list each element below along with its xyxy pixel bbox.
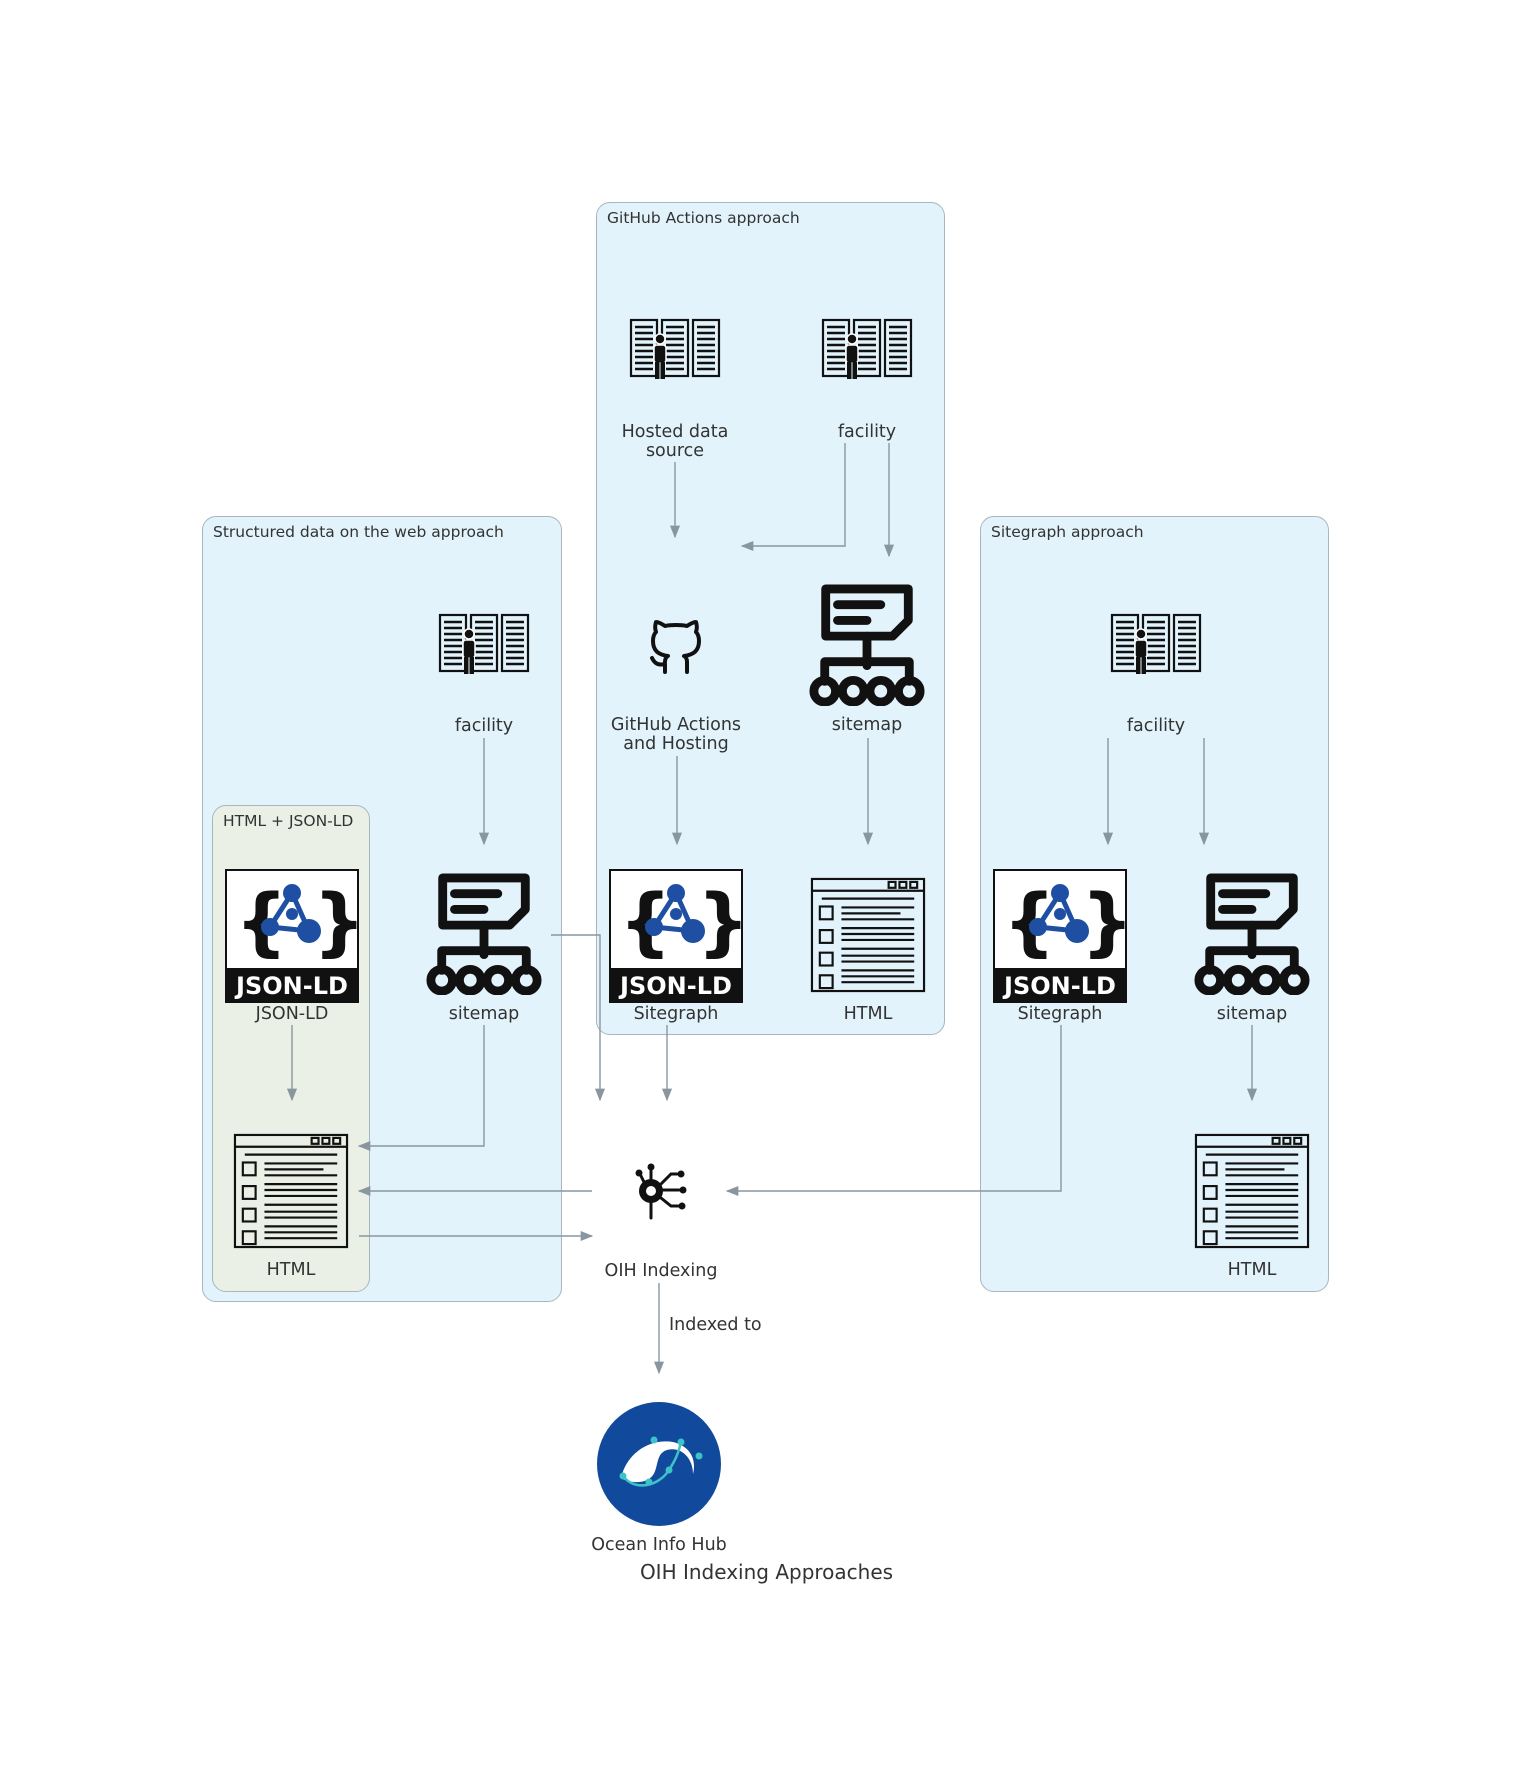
node-sg-facility: facility [1110,613,1202,736]
node-gh-facility: facility [821,318,913,442]
node-sd-sitemap: sitemap [425,871,543,1024]
node-oih-indexing: OIH Indexing [605,1158,717,1281]
node-label: OIH Indexing [604,1261,718,1281]
ocean-info-hub-logo [597,1402,721,1526]
node-sd-facility: facility [438,613,530,736]
node-gh-sitemap: sitemap [808,582,926,735]
node-label: HTML [1227,1260,1277,1280]
server-operator-icon [821,318,913,380]
edge-sd-sitemap-to-indexing [551,934,606,1102]
node-label: GitHub Actions and Hosting [610,715,742,754]
node-label: sitemap [831,715,903,735]
indexing-icon [629,1158,693,1222]
node-github-actions: GitHub Actions and Hosting [611,614,741,754]
node-label: sitemap [1216,1004,1288,1024]
node-sd-html: HTML [233,1133,349,1280]
node-label: facility [1126,716,1186,736]
github-icon [646,614,706,678]
edge-sd-sitemap-to-html [357,1025,485,1152]
cluster-label: Sitegraph approach [991,523,1144,541]
node-sg-html: HTML [1194,1133,1310,1280]
html-page-icon [233,1133,349,1249]
node-sg-sitegraph: JSON-LD Sitegraph [993,869,1127,1024]
jsonld-icon-text: JSON-LD [1004,972,1116,1000]
edge-sg-sitegraph-to-indexing [725,1025,1062,1197]
cluster-label: GitHub Actions approach [607,209,800,227]
diagram-title: OIH Indexing Approaches [639,1560,894,1584]
node-label: facility [837,422,897,442]
sitemap-icon [425,871,543,995]
edge-label-indexed-to: Indexed to [669,1315,762,1335]
node-label: Hosted data source [621,422,729,461]
cluster-label: Structured data on the web approach [213,523,504,541]
node-label: Sitegraph [633,1004,719,1024]
node-gh-sitegraph: JSON-LD Sitegraph [609,869,743,1024]
jsonld-icon-text: JSON-LD [620,972,732,1000]
node-sg-sitemap: sitemap [1193,871,1311,1024]
node-label: HTML [843,1004,893,1024]
jsonld-icon-text: JSON-LD [236,972,348,1000]
node-hosted-data-source: Hosted data source [622,318,728,461]
node-sd-jsonld: JSON-LD JSON-LD [225,869,359,1024]
node-label: Ocean Info Hub [591,1535,727,1555]
edge-gh-facility-to-actions [740,443,846,552]
server-operator-icon [438,613,530,675]
node-label: facility [454,716,514,736]
node-ocean-info-hub: Ocean Info Hub [591,1402,727,1555]
node-gh-html: HTML [810,877,926,1024]
html-page-icon [1194,1133,1310,1249]
sitemap-icon [1193,871,1311,995]
node-label: Sitegraph [1017,1004,1103,1024]
cluster-label: HTML + JSON-LD [223,812,354,830]
node-label: JSON-LD [255,1004,329,1024]
server-operator-icon [1110,613,1202,675]
html-page-icon [810,877,926,993]
node-label: sitemap [448,1004,520,1024]
node-label: HTML [266,1260,316,1280]
server-operator-icon [629,318,721,380]
sitemap-icon [808,582,926,706]
